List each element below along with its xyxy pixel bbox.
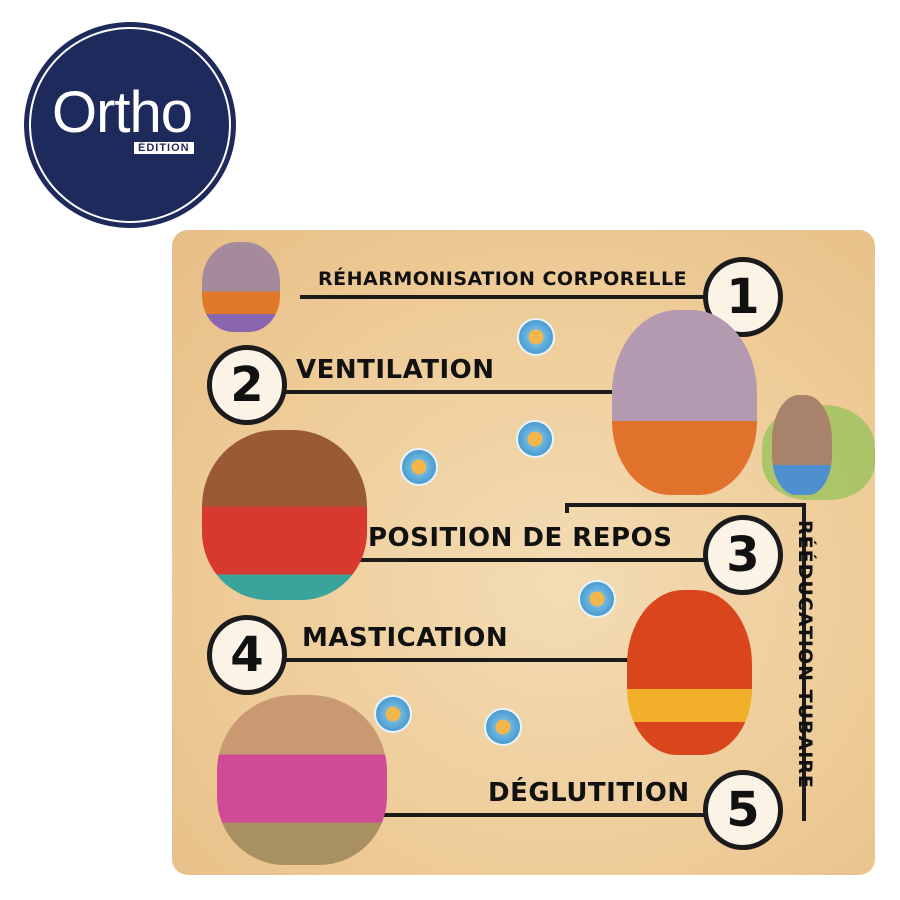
- step-3-badge: 3: [703, 515, 783, 595]
- logo-wordmark: Ortho: [52, 80, 193, 145]
- path-line-3: [350, 558, 750, 562]
- step-2-badge: 2: [207, 345, 287, 425]
- step-5-label: DÉGLUTITION: [488, 778, 690, 808]
- path-line-4: [282, 658, 652, 662]
- step-2-label: VENTILATION: [296, 355, 495, 385]
- game-board: 1 2 3 4 5 RÉHARMONISATION CORPORELLE VEN…: [172, 230, 875, 875]
- logo-ring: [29, 27, 231, 223]
- bell-token: [484, 708, 522, 746]
- path-line-5: [377, 813, 747, 817]
- red-dragon-illustration: [627, 590, 752, 755]
- ortho-edition-logo: Ortho ÉDITION: [24, 22, 236, 228]
- logo-subtitle: ÉDITION: [134, 142, 194, 154]
- bell-token: [400, 448, 438, 486]
- path-line-2: [282, 390, 612, 394]
- meditating-hippo-illustration: [202, 242, 280, 332]
- step-3-label: POSITION DE REPOS: [368, 523, 673, 553]
- bell-token: [516, 420, 554, 458]
- step-4-label: MASTICATION: [302, 623, 509, 653]
- bracket-top: [565, 503, 805, 507]
- rabbit-illustration: [772, 395, 832, 495]
- monkey-with-magnifier-illustration: [217, 695, 387, 865]
- step-1-label: RÉHARMONISATION CORPORELLE: [318, 268, 688, 290]
- bracket-tick: [565, 503, 569, 513]
- bracket-side: [802, 503, 806, 821]
- step-5-badge: 5: [703, 770, 783, 850]
- bell-token: [578, 580, 616, 618]
- bell-token: [374, 695, 412, 733]
- path-line-1: [300, 295, 750, 299]
- side-label: RÉÉDUCATION TUBAIRE: [794, 520, 816, 789]
- bear-with-monocle-illustration: [202, 430, 367, 600]
- bell-token: [517, 318, 555, 356]
- step-4-badge: 4: [207, 615, 287, 695]
- elephant-with-magnifier-illustration: [612, 310, 757, 495]
